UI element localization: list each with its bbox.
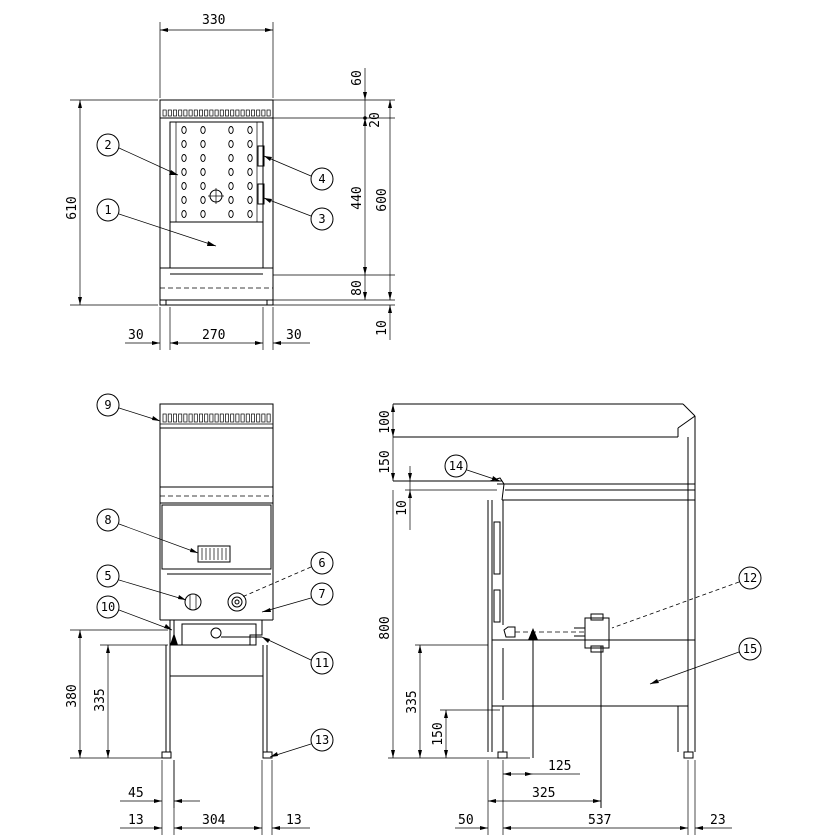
dim-304: 304 (202, 813, 226, 828)
dim-600: 600 (375, 188, 390, 211)
callout-15-label: 15 (743, 642, 757, 656)
dim-13-left: 13 (128, 813, 144, 828)
callout-3-label: 3 (318, 212, 325, 226)
callout-5-label: 5 (104, 569, 111, 583)
dim-30-right: 30 (286, 328, 302, 343)
dim-335-front: 335 (93, 688, 108, 711)
top-view-basket-area (169, 121, 264, 223)
dim-23: 23 (710, 813, 726, 828)
door-handle (197, 545, 231, 563)
callout-15 (738, 637, 762, 661)
front-grille (160, 413, 273, 425)
top-grille (162, 109, 271, 117)
dim-125: 125 (548, 759, 571, 774)
callout-13 (310, 728, 334, 752)
callout-6 (310, 551, 334, 575)
callout-8-label: 8 (104, 513, 111, 527)
dim-537: 537 (588, 813, 611, 828)
dim-610: 610 (65, 196, 80, 219)
dim-440: 440 (350, 186, 365, 209)
callout-4-label: 4 (318, 172, 325, 186)
callout-13-label: 13 (315, 733, 329, 747)
front-door-panel (161, 504, 272, 570)
dim-335-side: 335 (405, 690, 420, 713)
gas-inlet (210, 627, 222, 639)
dim-10: 10 (375, 320, 390, 336)
callout-9-label: 9 (104, 398, 111, 412)
callout-1 (96, 198, 120, 222)
ignition-knob (227, 592, 247, 612)
front-flue-panel (159, 403, 274, 429)
part-3-bracket (257, 183, 265, 205)
dim-325: 325 (532, 786, 555, 801)
dim-150-bottom: 150 (431, 722, 446, 745)
front-view: 380 335 45 13 304 13 9 8 5 (65, 393, 334, 835)
dim-100: 100 (378, 410, 393, 433)
callout-11 (310, 651, 334, 675)
callout-12-label: 12 (743, 571, 757, 585)
callout-5 (96, 564, 120, 588)
callout-4 (310, 167, 334, 191)
dim-30-left: 30 (128, 328, 144, 343)
dim-330: 330 (202, 13, 225, 28)
callout-12 (738, 566, 762, 590)
basket-holes (181, 126, 253, 218)
callout-7 (310, 582, 334, 606)
callout-2-label: 2 (104, 138, 111, 152)
gas-valve-assembly (584, 617, 610, 649)
callout-7-label: 7 (318, 587, 325, 601)
dim-10-side: 10 (395, 500, 410, 516)
callout-3 (310, 207, 334, 231)
dim-60: 60 (350, 70, 365, 86)
dim-270: 270 (202, 328, 225, 343)
callout-2 (96, 133, 120, 157)
callout-14 (444, 454, 468, 478)
dim-80: 80 (350, 280, 365, 296)
dim-380: 380 (65, 684, 80, 707)
dim-50: 50 (458, 813, 474, 828)
callout-14-label: 14 (449, 459, 463, 473)
dim-800: 800 (378, 616, 393, 639)
valve-knob (184, 593, 202, 611)
side-view: 100 150 10 800 335 150 125 325 (378, 403, 762, 835)
callout-1-label: 1 (104, 203, 111, 217)
dim-45: 45 (128, 786, 144, 801)
top-view-outline (159, 99, 274, 306)
callout-8 (96, 508, 120, 532)
dim-13-right: 13 (286, 813, 302, 828)
callout-10-label: 10 (101, 600, 115, 614)
dim-20: 20 (368, 112, 383, 128)
callout-9 (96, 393, 120, 417)
dim-150-top: 150 (378, 450, 393, 473)
top-view: 330 610 60 20 440 80 600 10 (65, 13, 395, 350)
callout-10 (96, 595, 120, 619)
callout-6-label: 6 (318, 556, 325, 570)
callout-11-label: 11 (315, 656, 329, 670)
